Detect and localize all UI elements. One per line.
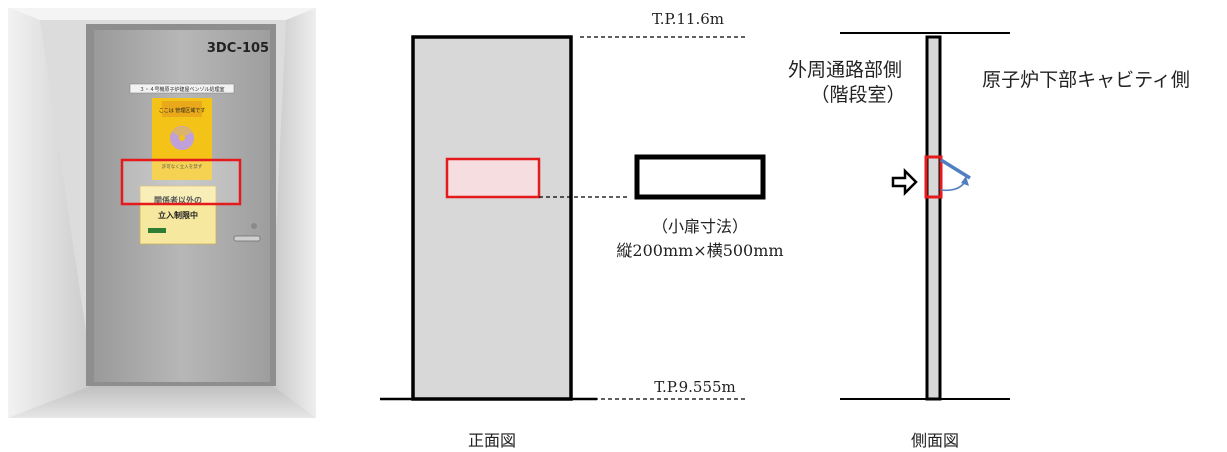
front-view-hatch	[445, 157, 541, 199]
arrow-right-icon	[891, 167, 918, 197]
front-view-label: 正面図	[468, 431, 516, 450]
entry-sign-line1: 関係者以外の	[154, 195, 202, 205]
warning-sign-header	[162, 101, 202, 117]
warning-sign-title: ここは 管理区域です	[159, 107, 206, 114]
entry-sign-tag	[148, 228, 166, 233]
top-level-label: T.P.11.6m	[652, 10, 724, 28]
front-view-wall	[411, 35, 573, 401]
left-side-label-2: （階段室）	[810, 84, 905, 106]
notice-strip-text: ３・４号機原子炉建屋ベンゾル処理室	[139, 86, 224, 93]
entry-sign-line2: 立入制限中	[158, 210, 198, 220]
side-view-label: 側面図	[911, 431, 959, 450]
front-view: T.P.11.6m T.P.9.555m （小扉寸法） 縦200mm×横500m…	[380, 10, 784, 450]
radiation-trefoil-icon	[170, 126, 194, 150]
hatch-size-box	[634, 154, 766, 200]
side-view: 外周通路部側 （階段室） 原子炉下部キャビティ側 側面図	[788, 32, 1190, 450]
ceiling	[8, 8, 316, 20]
floor	[8, 384, 316, 418]
photo-hatch-highlight	[120, 158, 242, 206]
dimension-caption: （小扉寸法）	[652, 217, 748, 236]
door-number: 3DC-105	[207, 41, 269, 56]
dimension-value: 縦200mm×横500mm	[616, 241, 783, 260]
warning-sign-bottom: 許可なく立入を禁ず	[162, 163, 203, 170]
door-photo: 3DC-105 ３・４号機原子炉建屋ベンゾル処理室 ここは 管理区域です 許可な…	[8, 8, 316, 418]
left-wall	[8, 8, 96, 418]
entry-sign	[139, 185, 217, 245]
right-wall	[268, 8, 316, 418]
notice-strip	[129, 83, 235, 94]
bottom-level-label: T.P.9.555m	[654, 378, 736, 396]
flap-open-icon	[940, 158, 971, 192]
side-view-hatch	[924, 155, 943, 199]
side-view-wall	[925, 35, 942, 401]
left-side-label-1: 外周通路部側	[788, 59, 902, 81]
right-side-label: 原子炉下部キャビティ側	[982, 69, 1190, 91]
door-handle	[233, 223, 261, 242]
